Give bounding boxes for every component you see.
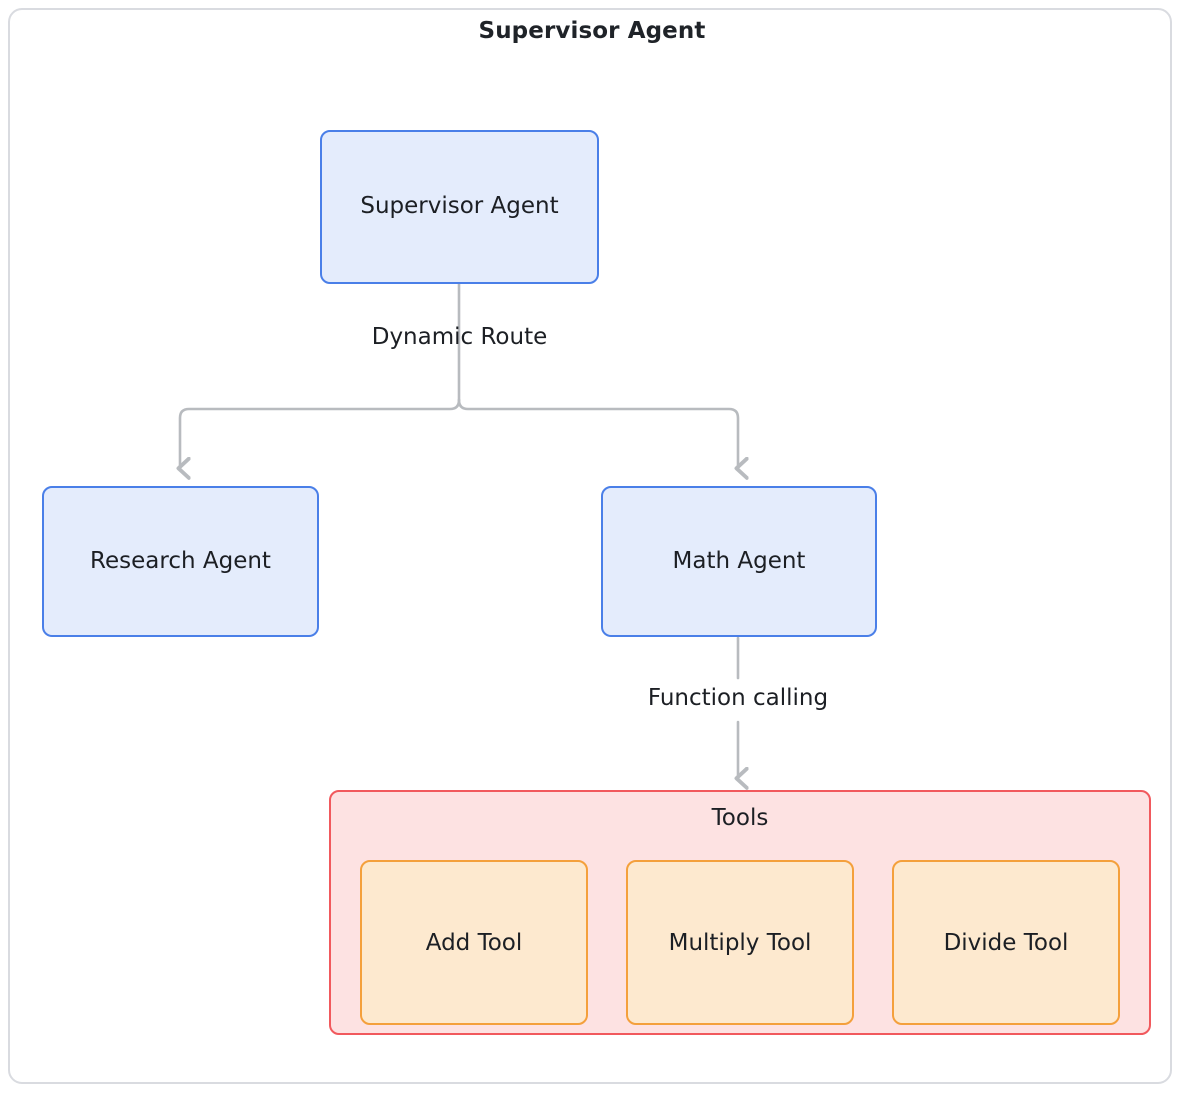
node-supervisor-agent[interactable]: Supervisor Agent (320, 130, 599, 284)
subgraph-tools-label: Tools (711, 805, 769, 831)
node-add-tool[interactable]: Add Tool (360, 860, 588, 1025)
diagram-title: Supervisor Agent (478, 18, 706, 44)
node-add-tool-label: Add Tool (425, 929, 523, 956)
node-multiply-tool-label: Multiply Tool (668, 929, 812, 956)
node-math-agent-label: Math Agent (672, 547, 806, 574)
node-multiply-tool[interactable]: Multiply Tool (626, 860, 854, 1025)
subgraph-tools[interactable]: Tools Add Tool Multiply Tool Divide Tool (329, 790, 1151, 1035)
node-divide-tool-label: Divide Tool (943, 929, 1069, 956)
tools-row: Add Tool Multiply Tool Divide Tool (331, 860, 1149, 1025)
node-research-agent-label: Research Agent (90, 547, 271, 574)
edge-label-dynamic-route: Dynamic Route (371, 324, 548, 350)
edge-label-function-calling: Function calling (647, 685, 829, 711)
node-divide-tool[interactable]: Divide Tool (892, 860, 1120, 1025)
node-research-agent[interactable]: Research Agent (42, 486, 319, 637)
node-math-agent[interactable]: Math Agent (601, 486, 877, 637)
node-supervisor-agent-label: Supervisor Agent (360, 193, 559, 220)
